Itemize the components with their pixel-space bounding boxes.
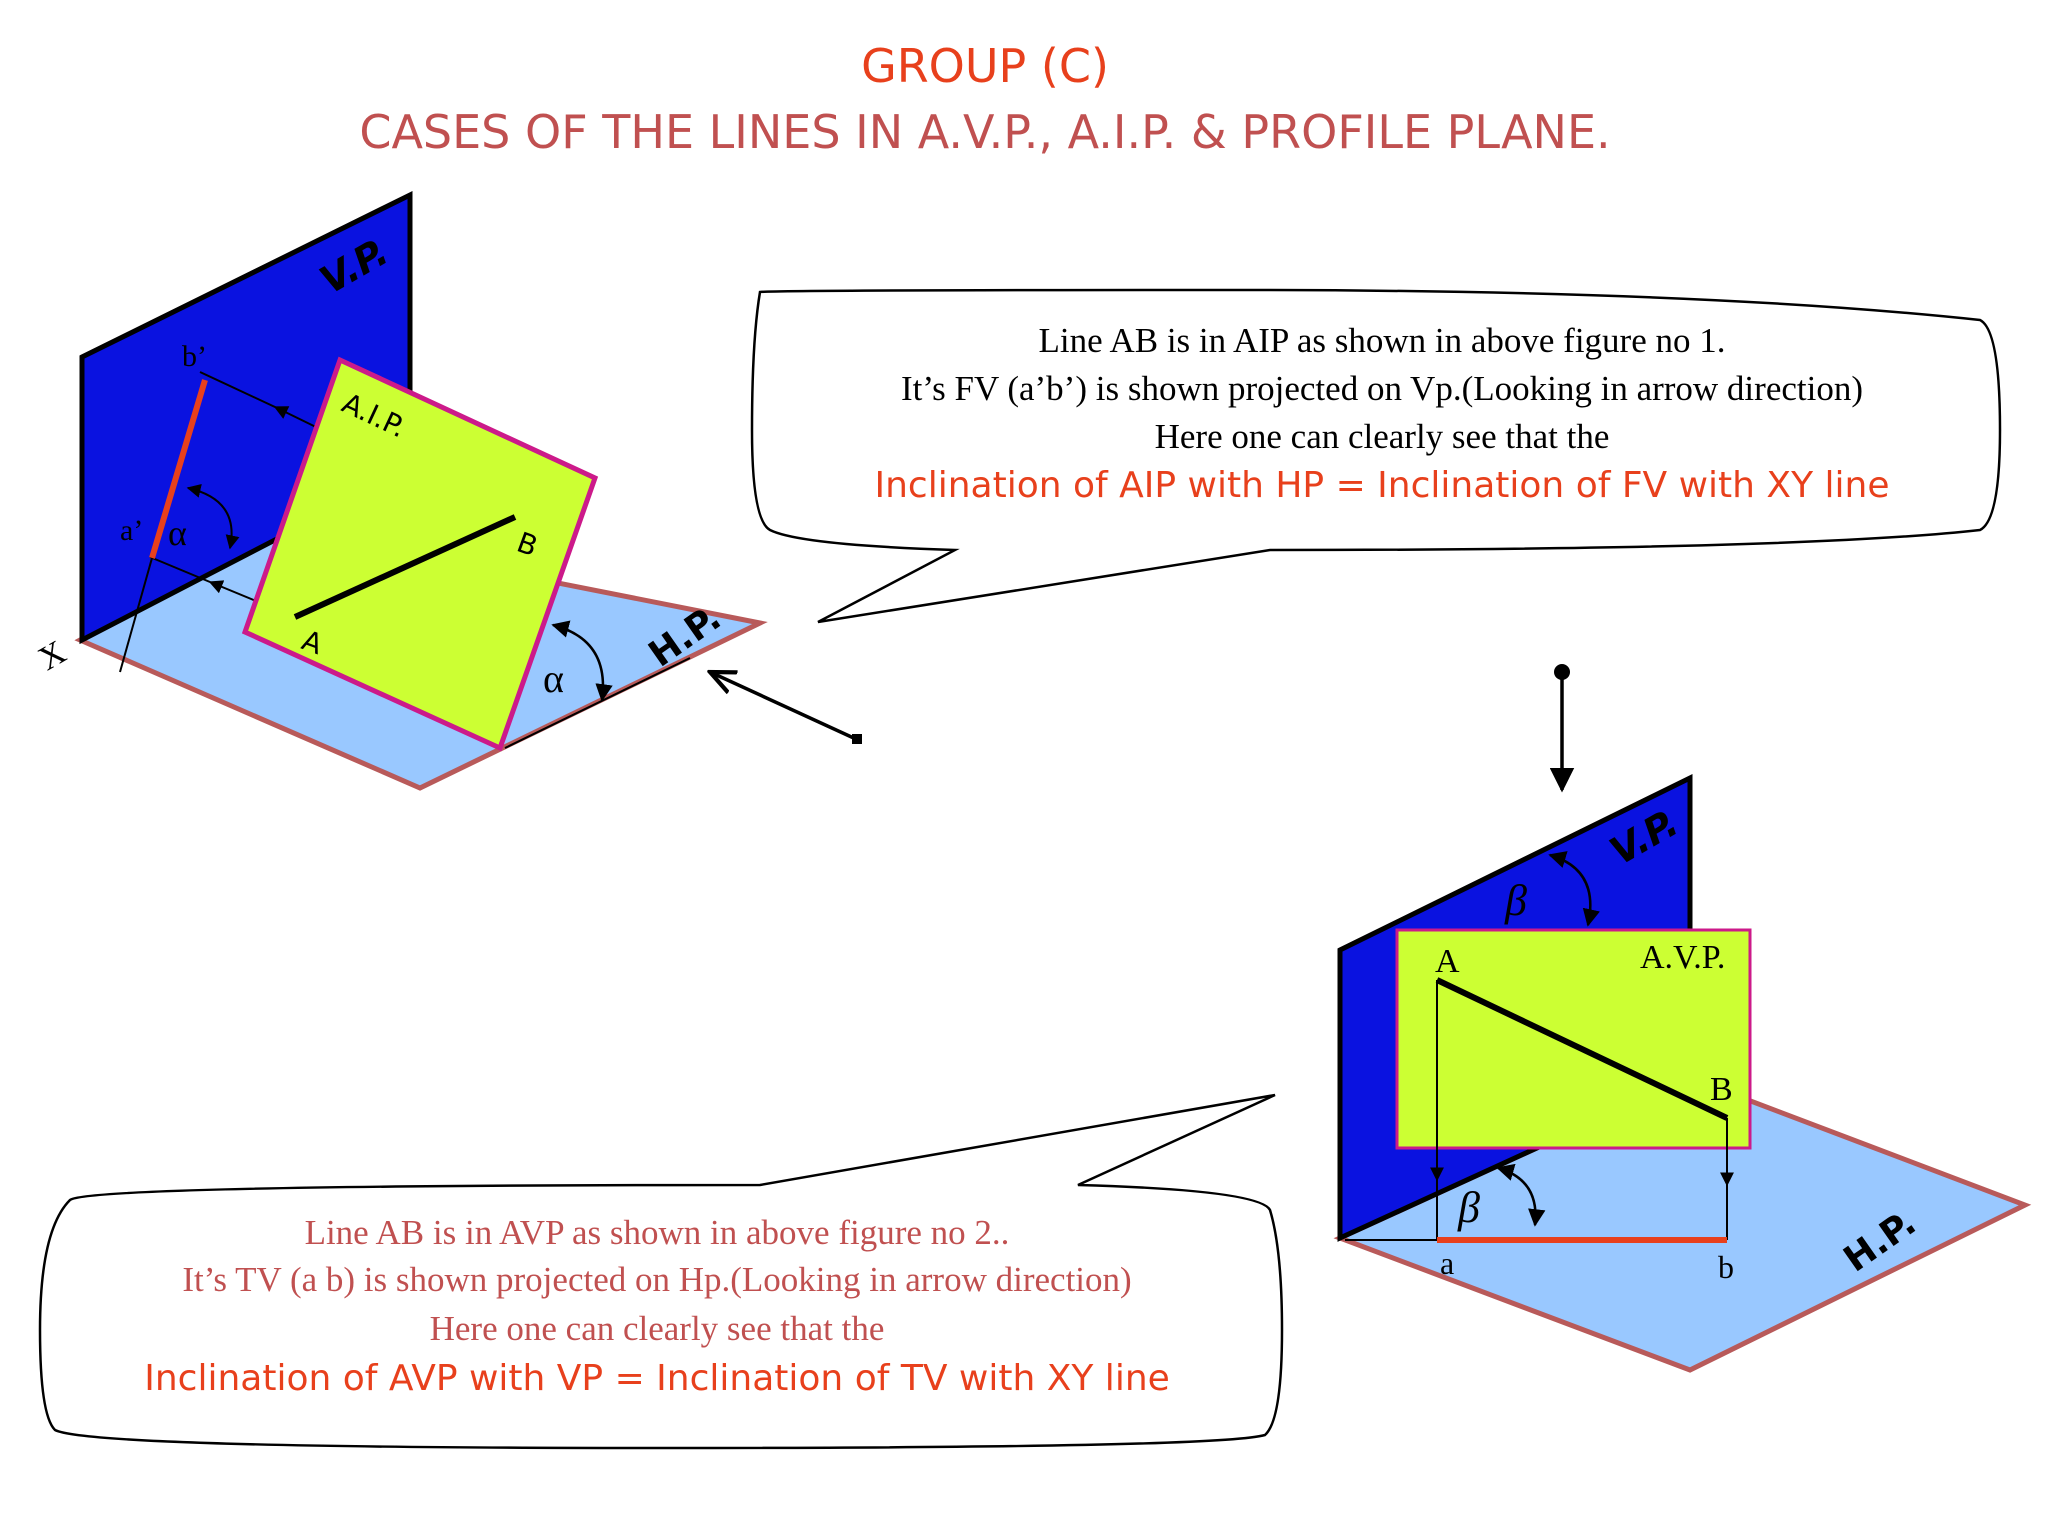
- beta-arc-vp: [1548, 851, 1600, 927]
- front-view-ab: [149, 379, 208, 559]
- callout-aip: Line AB is in AIP as shown in above figu…: [750, 288, 2002, 624]
- callout-avp-line1: Line AB is in AVP as shown in above figu…: [305, 1213, 1010, 1252]
- line-ab-2: [1435, 977, 1729, 1121]
- proj-b-2: b: [1718, 1249, 1734, 1285]
- view-arrow: [710, 672, 859, 742]
- alpha-vp: α: [168, 513, 187, 553]
- point-a-2: A: [1435, 943, 1460, 980]
- beta-hp: β: [1457, 1183, 1480, 1232]
- avp-plane: [1395, 928, 1752, 1150]
- beta-arc-hp: [1496, 1163, 1546, 1227]
- projector-a-ext: [149, 556, 211, 583]
- projector-b-ext: [199, 371, 276, 408]
- avp-label: A.V.P.: [1640, 939, 1725, 976]
- figure-aip: V.P. A.I.P. A B b’ a’ α X α H.P.: [33, 190, 862, 791]
- callout-avp: Line AB is in AVP as shown in above figu…: [38, 1093, 1284, 1450]
- callout-avp-line2: It’s TV (a b) is shown projected on Hp.(…: [182, 1260, 1131, 1299]
- callout-aip-bubble: [750, 288, 2002, 624]
- aip-plane: [241, 356, 599, 752]
- callout-aip-line3: Here one can clearly see that the: [1155, 417, 1610, 456]
- view-arrow-2-tail: [1554, 664, 1570, 680]
- callout-avp-line4: Inclination of AVP with VP = Inclination…: [144, 1358, 1170, 1399]
- callout-aip-line4: Inclination of AIP with HP = Inclination…: [874, 465, 1889, 506]
- callout-aip-line2: It’s FV (a’b’) is shown projected on Vp.…: [901, 369, 1863, 408]
- alpha-arc-hp: [551, 620, 613, 702]
- point-b-2: B: [1710, 1071, 1733, 1108]
- figure-avp: V.P. β A.V.P. A B a b β H.P.: [1333, 664, 2032, 1373]
- view-arrow-tail: [852, 734, 862, 744]
- alpha-arc-vp: [186, 484, 240, 550]
- callout-avp-bubble: [38, 1093, 1284, 1450]
- line-ab: [293, 514, 517, 620]
- proj-a: a’: [120, 514, 143, 547]
- callout-aip-line1: Line AB is in AIP as shown in above figu…: [1039, 321, 1726, 360]
- proj-b: b’: [182, 340, 207, 373]
- callout-avp-line3: Here one can clearly see that the: [430, 1309, 885, 1348]
- title-cases: CASES OF THE LINES IN A.V.P., A.I.P. & P…: [359, 105, 1610, 159]
- alpha-hp: α: [543, 656, 564, 701]
- hinge-line: [504, 657, 691, 749]
- title-group: GROUP (C): [861, 39, 1109, 93]
- xy-guide: [119, 557, 153, 673]
- proj-a-2: a: [1440, 1245, 1454, 1281]
- beta-vp: β: [1504, 876, 1527, 925]
- x-label: X: [33, 634, 73, 678]
